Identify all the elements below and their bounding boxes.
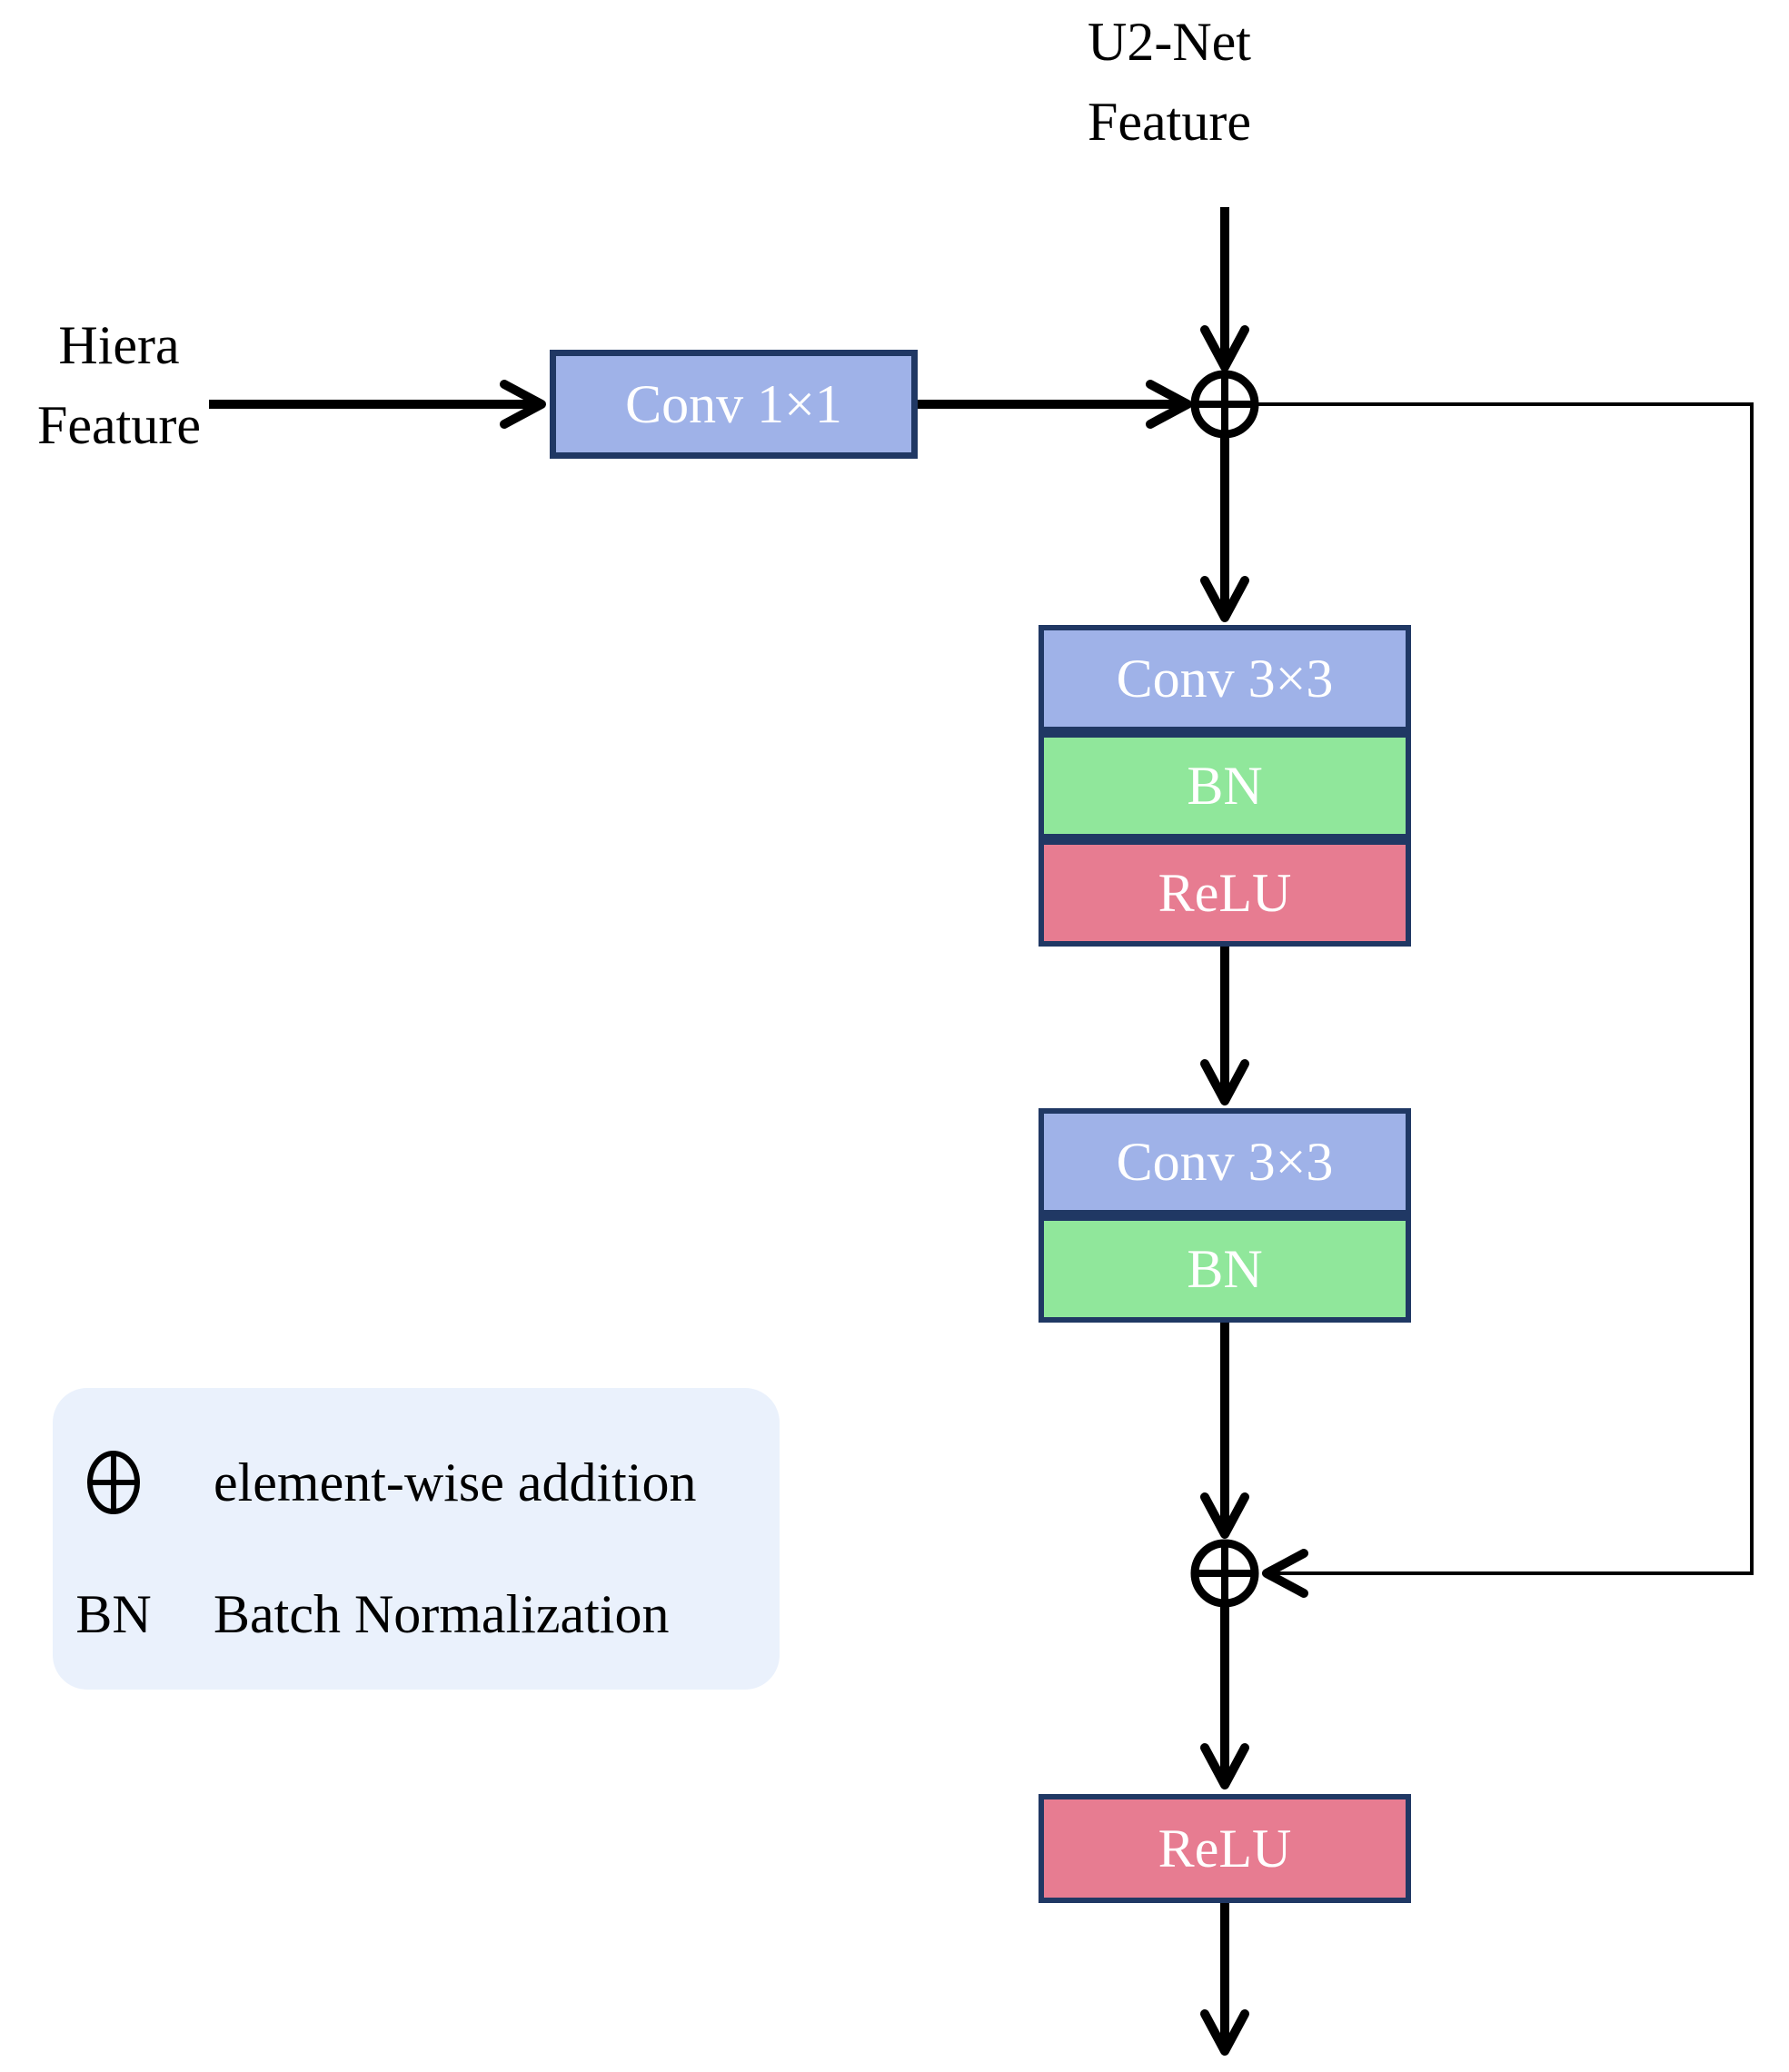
stack1-relu-block: ReLU bbox=[1039, 839, 1411, 947]
u2net-feature-label-line2: Feature bbox=[1088, 92, 1251, 152]
stack2-conv3x3-block: Conv 3×3 bbox=[1039, 1108, 1411, 1215]
stack2-bn-block: BN bbox=[1039, 1215, 1411, 1323]
legend-addition-text: element-wise addition bbox=[214, 1452, 697, 1512]
conv1x1-block: Conv 1×1 bbox=[550, 350, 918, 459]
u2net-feature-label: U2-Net Feature bbox=[988, 2, 1351, 162]
skip-connection-line bbox=[1258, 402, 1754, 1598]
legend-addition-row: element-wise addition bbox=[64, 1442, 770, 1523]
u2net-feature-label-line1: U2-Net bbox=[1088, 12, 1251, 72]
legend-bn-text: Batch Normalization bbox=[214, 1583, 670, 1644]
circled-plus-icon bbox=[64, 1445, 164, 1520]
stack1-bn-block: BN bbox=[1039, 732, 1411, 839]
stack1-conv3x3-block: Conv 3×3 bbox=[1039, 625, 1411, 732]
hiera-feature-label: Hiera Feature bbox=[0, 305, 238, 465]
add-node-1 bbox=[1190, 370, 1259, 439]
legend: element-wise addition BN Batch Normaliza… bbox=[53, 1388, 780, 1690]
legend-bn-row: BN Batch Normalization bbox=[64, 1573, 770, 1655]
add-node-2 bbox=[1190, 1539, 1259, 1608]
hiera-feature-label-line2: Feature bbox=[37, 395, 201, 455]
final-relu-block: ReLU bbox=[1039, 1794, 1411, 1903]
legend-bn-key: BN bbox=[75, 1583, 152, 1644]
hiera-feature-label-line1: Hiera bbox=[58, 315, 180, 375]
